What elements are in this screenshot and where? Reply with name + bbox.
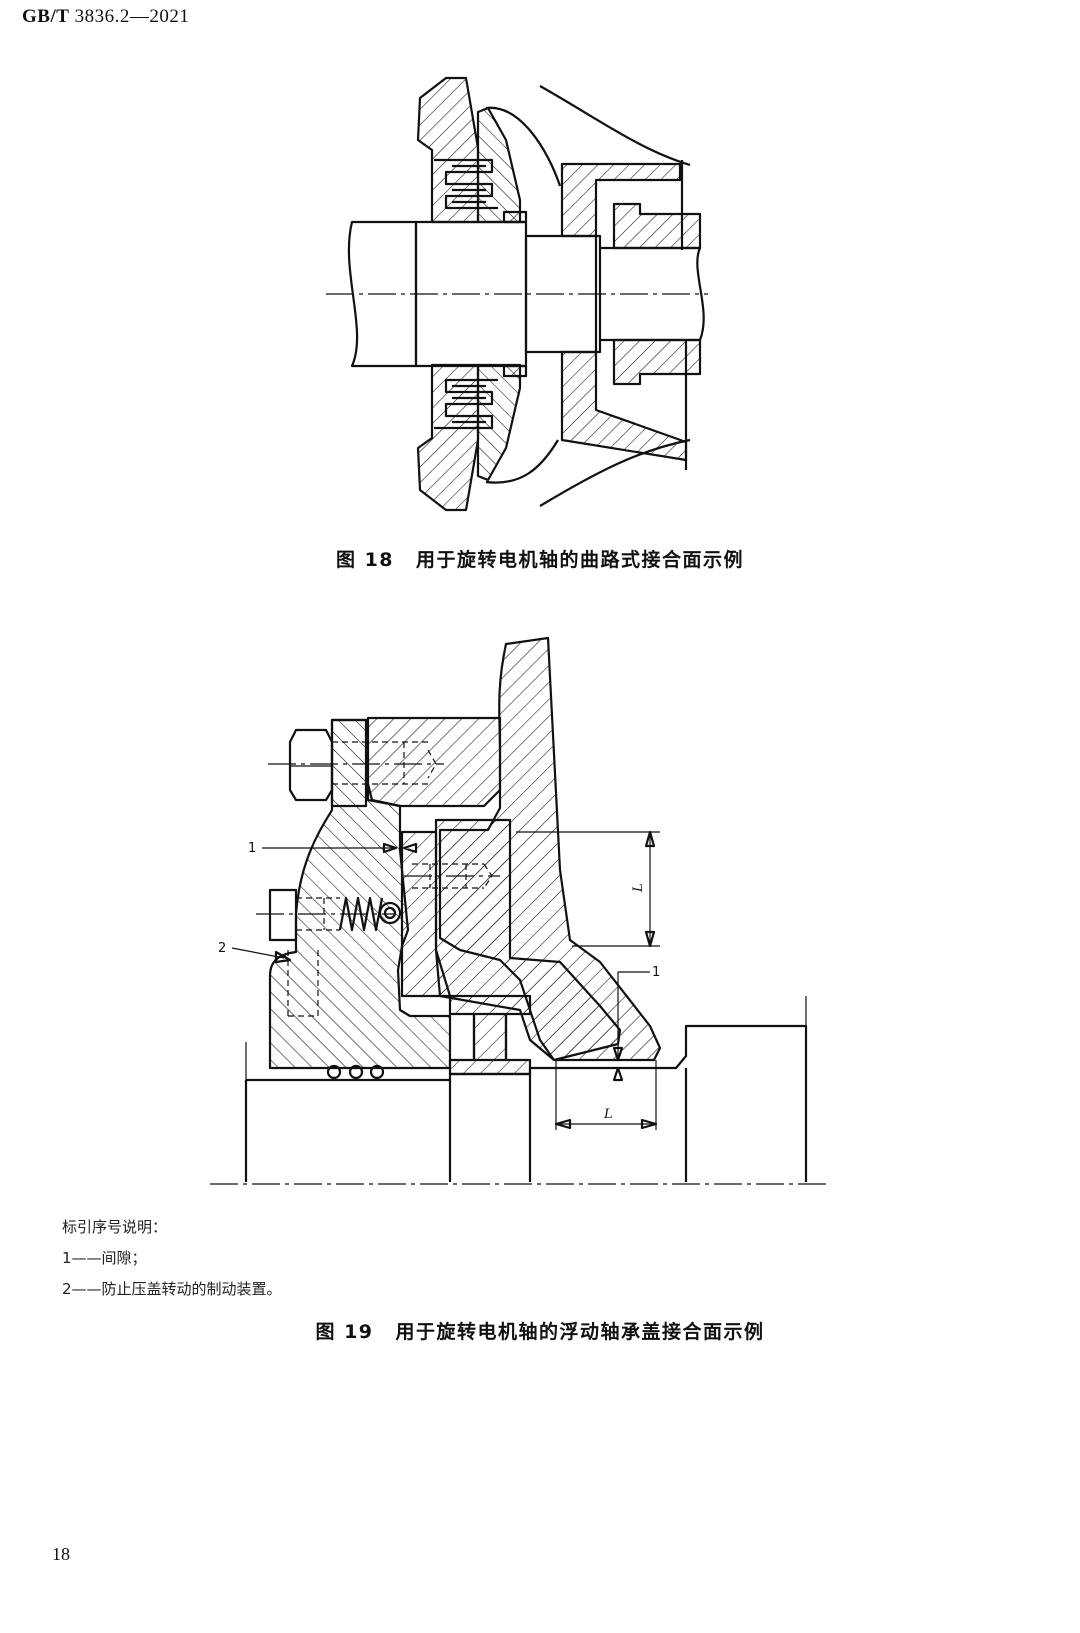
legend-item-1: 1——间隙； — [62, 1249, 147, 1267]
standard-header: GB/T 3836.2—2021 — [22, 6, 189, 28]
labyrinth-ring-top — [476, 106, 522, 224]
figure-18-caption: 图 18 用于旋转电机轴的曲路式接合面示例 — [0, 545, 1080, 572]
standard-code: GB/T — [22, 6, 70, 27]
dim-L-vertical: L — [631, 883, 646, 893]
legend-title: 标引序号说明： — [62, 1218, 168, 1236]
dim-L-horizontal-lines — [555, 1060, 657, 1130]
shaft-left — [347, 220, 418, 368]
end-shield-outline-top — [485, 85, 691, 187]
legend-item-2: 2——防止压盖转动的制动装置。 — [62, 1280, 282, 1298]
seal-ball-2 — [348, 1064, 364, 1080]
dim-L-horizontal: L — [603, 1107, 613, 1122]
seal-ball-3 — [369, 1064, 385, 1080]
clearance-leader-bottom — [617, 971, 650, 1060]
bolt-washer — [330, 718, 368, 808]
page-number: 18 — [52, 1544, 70, 1564]
bolt-head — [288, 728, 334, 802]
bearing-ring-bottom — [612, 338, 702, 386]
labyrinth-ring-bottom — [476, 363, 522, 482]
seal-ball-1 — [326, 1064, 342, 1080]
bearing-cap-top — [560, 162, 682, 238]
detent-ball — [378, 901, 402, 925]
ref-1: 1 — [248, 841, 256, 856]
shaft-right-extension — [600, 246, 705, 342]
ref-2: 2 — [218, 941, 226, 956]
shaft — [244, 1024, 808, 1182]
figure-19-drawing: L L 1 1 2 — [210, 636, 828, 1185]
figure-19-number: 图 19 — [315, 1321, 374, 1343]
bearing-ring-top — [612, 202, 702, 250]
figure-18-title: 用于旋转电机轴的曲路式接合面示例 — [416, 549, 745, 571]
figure-18-drawing — [326, 76, 708, 512]
standard-number: 3836.2—2021 — [74, 6, 190, 27]
locking-screw — [268, 888, 298, 942]
sleeve-collar — [502, 210, 528, 378]
legend: 标引序号说明： 1——间隙； 2——防止压盖转动的制动装置。 — [62, 1212, 282, 1305]
figure-19-caption: 图 19 用于旋转电机轴的浮动轴承盖接合面示例 — [0, 1317, 1080, 1344]
figure-18-number: 图 18 — [335, 549, 395, 571]
dim-L-vertical-lines — [516, 831, 660, 947]
figure-19-title: 用于旋转电机轴的浮动轴承盖接合面示例 — [395, 1321, 765, 1343]
left-housing-plate-top — [416, 76, 480, 224]
ref-1-bottom: 1 — [652, 965, 660, 980]
end-shield-flange — [364, 716, 502, 808]
floating-bearing-cap — [268, 718, 452, 1070]
